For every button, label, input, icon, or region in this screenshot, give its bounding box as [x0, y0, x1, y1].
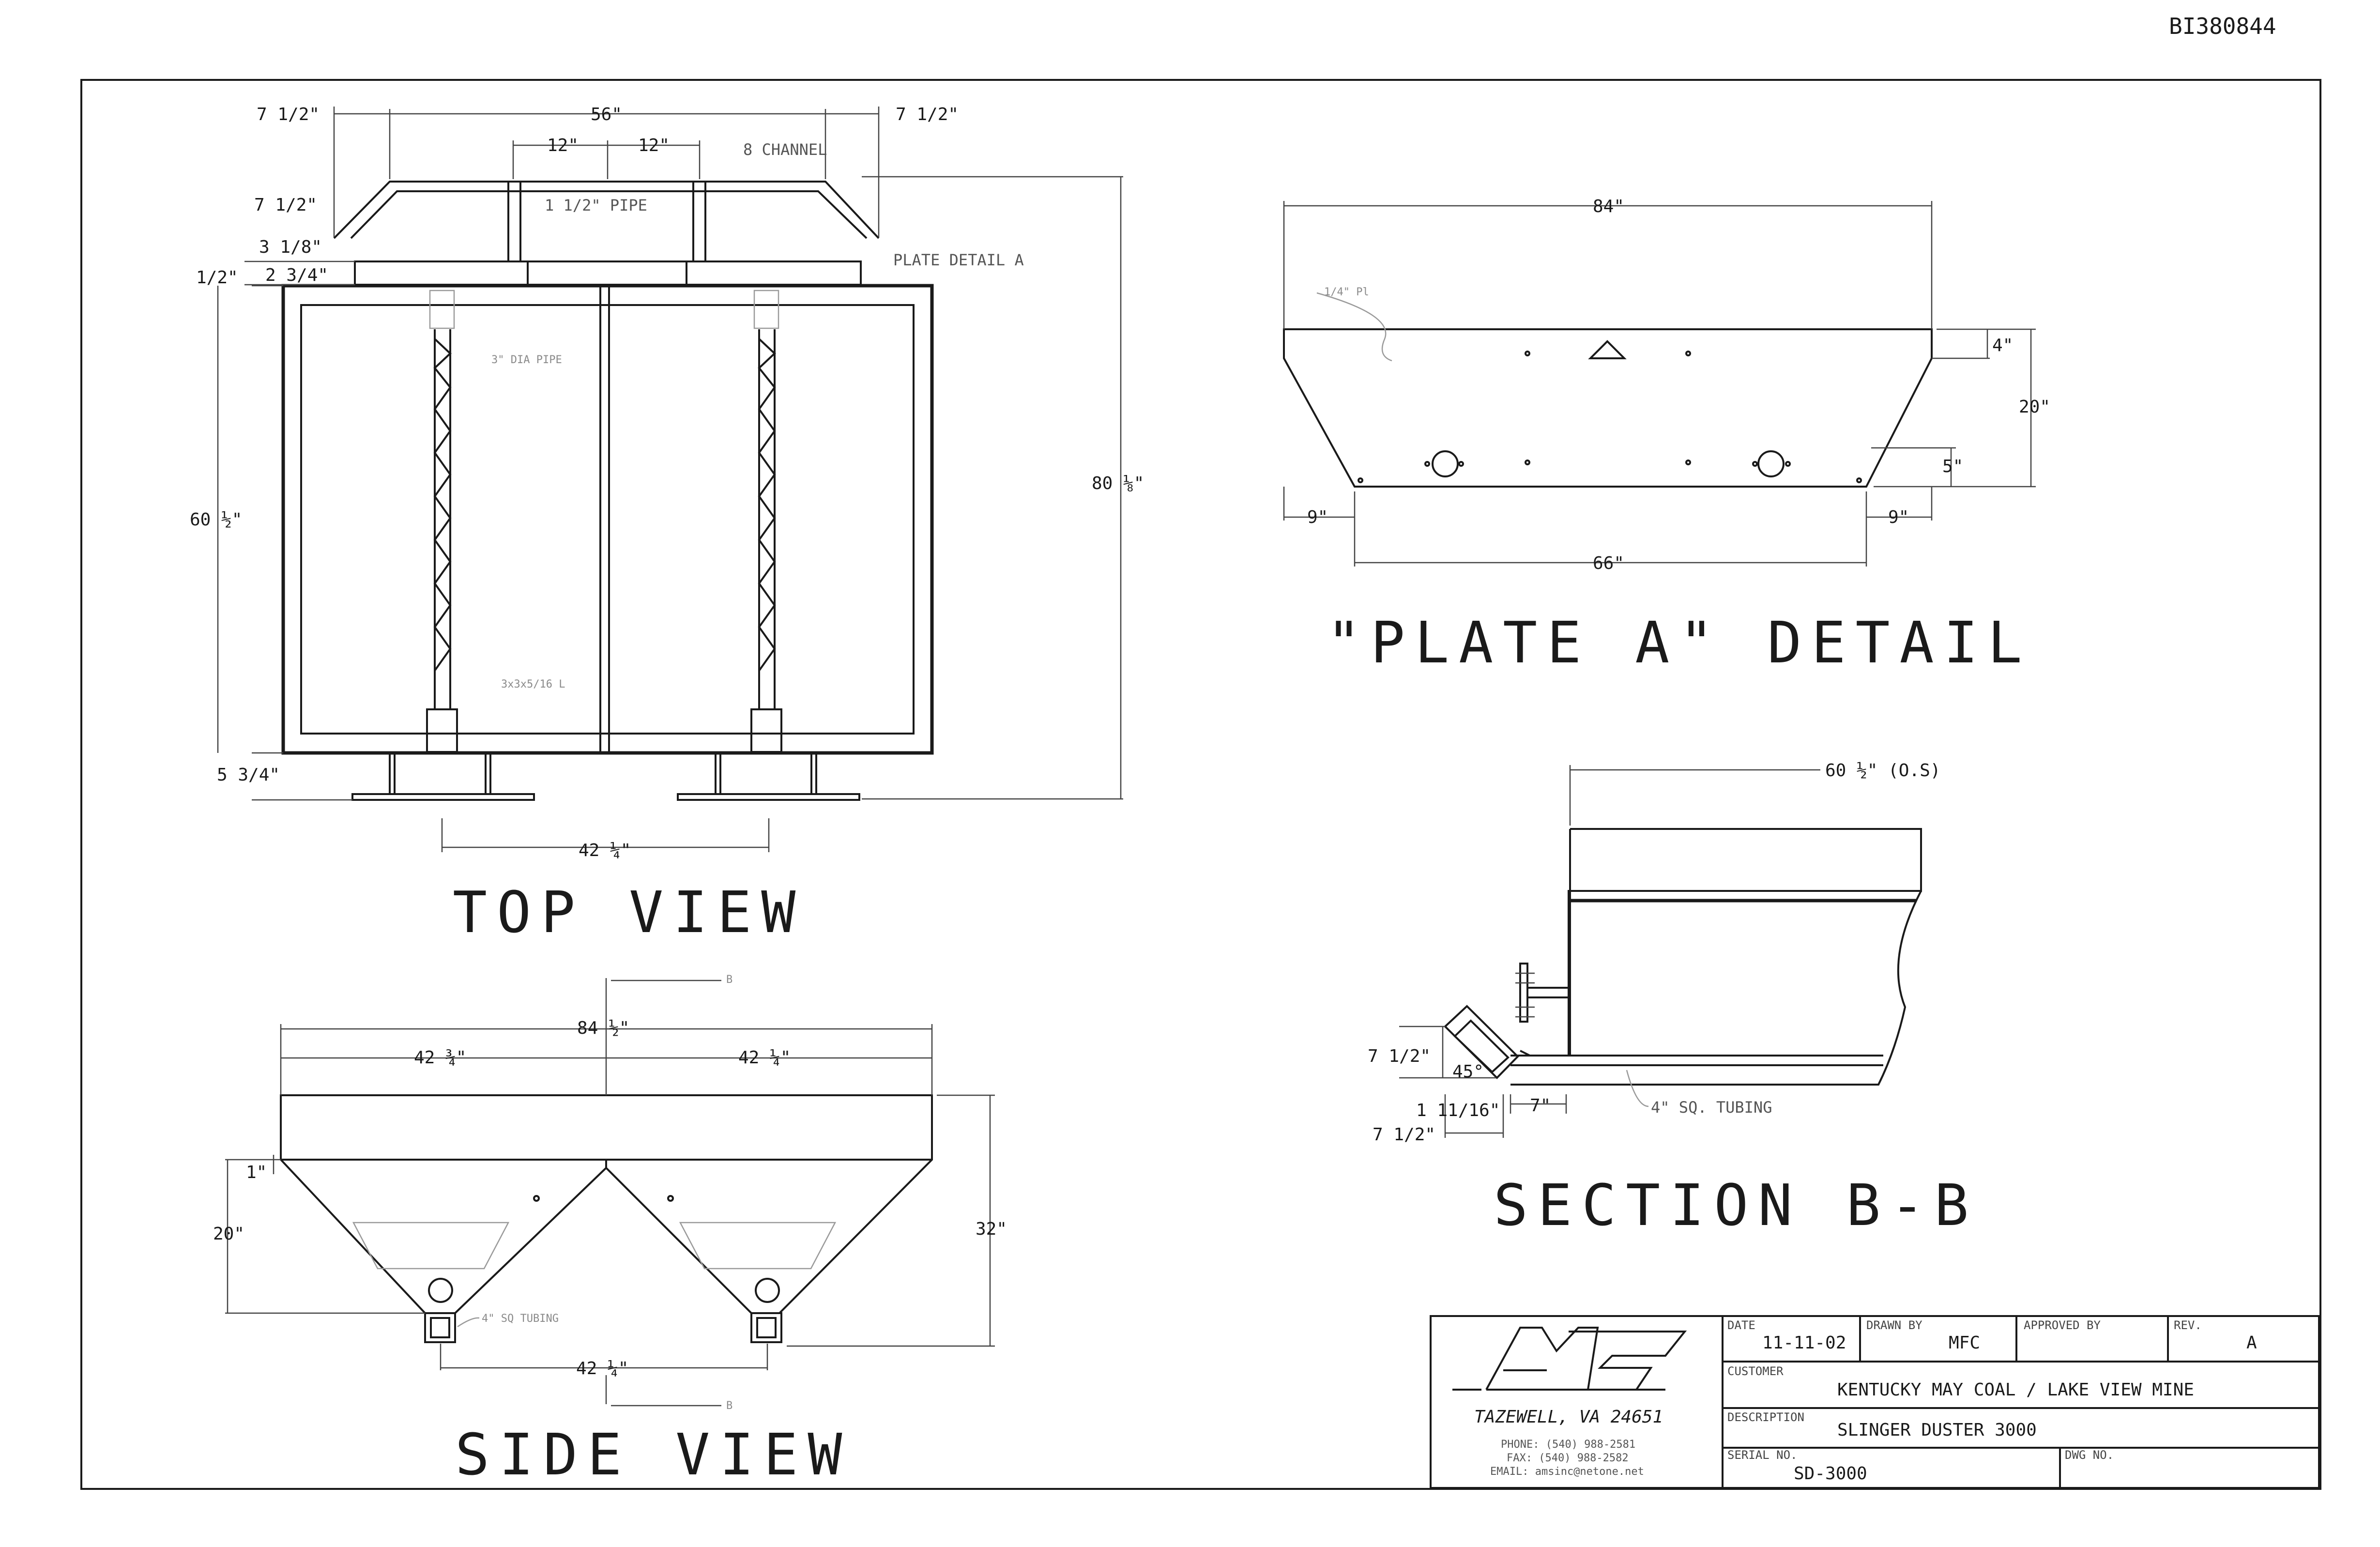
dim-plate-9-right: 9": [1888, 507, 1909, 527]
dim-plate-20: 20": [2019, 397, 2050, 417]
side-view: 84 ½" 42 ¾" 42 ¼" 1" 20" 32" 42 ¼" 4" SQ…: [213, 974, 1007, 1488]
dim-plate-9-left: 9": [1307, 507, 1328, 527]
date-label: DATE: [1727, 1318, 1755, 1332]
channel-beam: [333, 181, 880, 239]
dim-side-42-left: 42 ¾": [414, 1048, 466, 1068]
note-side-tubing: 4" SQ TUBING: [482, 1313, 559, 1325]
document-id: BI380844: [2169, 13, 2276, 39]
plate-triangle: [1588, 340, 1627, 359]
side-dimension-lines: [225, 978, 995, 1407]
note-plate-detail-a: PLATE DETAIL A: [893, 251, 1024, 269]
drawing-border: [80, 79, 2321, 1490]
port-left: [428, 1278, 453, 1303]
note-pipe: 1 1/2" PIPE: [545, 196, 647, 214]
note-bracket: 3x3x5/16 L: [501, 678, 565, 690]
port-right: [755, 1278, 780, 1303]
customer-value: KENTUCKY MAY COAL / LAKE VIEW MINE: [1837, 1380, 2194, 1400]
drawn-by-value: MFC: [1949, 1333, 1980, 1353]
dim-top-half: 1/2": [196, 268, 238, 288]
dim-top-60-5: 60 ½": [190, 510, 242, 530]
plate-hole-left: [1432, 450, 1459, 477]
dim-top-7-5-left: 7 1/2": [257, 105, 320, 124]
date-value: 11-11-02: [1762, 1333, 1846, 1353]
dim-top-56: 56": [591, 105, 622, 124]
description-value: SLINGER DUSTER 3000: [1837, 1420, 2037, 1440]
serial-label: SERIAL NO.: [1727, 1448, 1798, 1462]
note-plate-thickness: 1/4" Pl: [1324, 286, 1369, 298]
customer-label: CUSTOMER: [1727, 1364, 1784, 1378]
section-mark-top: B: [726, 974, 732, 986]
tube-right: [750, 1312, 782, 1343]
company-email: EMAIL: amsinc@netone.net: [1490, 1466, 1644, 1478]
serial-value: SD-3000: [1794, 1464, 1867, 1484]
hopper-outline: [280, 1094, 933, 1314]
note-dia-pipe: 3" DIA PIPE: [491, 354, 562, 366]
hopper-section: [1518, 828, 1922, 1086]
drawn-by-label: DRAWN BY: [1866, 1318, 1922, 1332]
plate-outline: [1283, 328, 1933, 488]
section-mark-bottom: B: [726, 1400, 732, 1412]
dim-side-42-bottom: 42 ¼": [576, 1359, 628, 1379]
dim-side-42-right: 42 ¼": [738, 1048, 791, 1068]
description-label: DESCRIPTION: [1727, 1410, 1804, 1424]
dim-top-12-a: 12": [547, 136, 579, 155]
dim-top-80-1-8: 80 ⅛": [1092, 474, 1144, 493]
side-view-title: SIDE VIEW: [455, 1421, 852, 1488]
dim-side-84-5: 84 ½": [577, 1018, 629, 1038]
dim-section-7-5-a: 7 1/2": [1368, 1046, 1431, 1066]
dwg-no-label: DWG NO.: [2065, 1448, 2114, 1462]
dim-plate-66: 66": [1593, 553, 1624, 573]
section-b-b: 60 ½" (O.S) 7 1/2" 45° 1 11/16" 7" 7 1/2…: [1368, 761, 1978, 1239]
dim-plate-84: 84": [1593, 197, 1624, 216]
rev-label: REV.: [2174, 1318, 2202, 1332]
pipe-left: [507, 181, 521, 262]
dim-plate-5: 5": [1942, 457, 1963, 476]
dim-section-45: 45°: [1452, 1062, 1484, 1082]
top-view-inner-frame: [300, 304, 915, 735]
dim-section-1-11-16: 1 11/16": [1416, 1101, 1500, 1120]
company-phone: PHONE: (540) 988-2581: [1501, 1439, 1635, 1451]
plate-hole-right: [1757, 450, 1785, 477]
dim-section-7: 7": [1530, 1096, 1551, 1116]
plate-dimension-lines: [1283, 201, 2036, 567]
top-view-dimension-lines: [217, 107, 1123, 852]
company-location: TAZEWELL, VA 24651: [1474, 1407, 1663, 1427]
dim-top-5-3-4: 5 3/4": [217, 765, 280, 785]
company-fax: FAX: (540) 988-2582: [1507, 1452, 1629, 1464]
auger-right: [750, 290, 782, 753]
dim-plate-4: 4": [1992, 336, 2013, 355]
dim-top-3-1-8: 3 1/8": [259, 237, 322, 257]
dim-top-7-5-mid: 7 1/2": [254, 195, 317, 215]
dim-section-7-5-b: 7 1/2": [1373, 1125, 1435, 1145]
approved-by-label: APPROVED BY: [2024, 1318, 2101, 1332]
pipe-right: [692, 181, 706, 262]
angled-tube: [1444, 1005, 1519, 1079]
note-8-channel: 8 CHANNEL: [743, 140, 827, 159]
dim-section-60-5-os: 60 ½" (O.S): [1825, 761, 1940, 781]
legs: [351, 753, 860, 801]
top-view: 7 1/2" 56" 7 1/2" 12" 12" 7 1/2" 3 1/8" …: [190, 105, 1144, 946]
top-view-title: TOP VIEW: [453, 879, 805, 946]
top-view-outer-frame: [281, 284, 934, 755]
dim-side-1: 1": [246, 1163, 267, 1182]
section-b-b-title: SECTION B-B: [1494, 1172, 1978, 1239]
dim-top-42-1-4: 42 ¼": [579, 841, 631, 860]
dim-side-20: 20": [213, 1224, 244, 1244]
tube-left: [424, 1312, 456, 1343]
dim-top-2-3-4: 2 3/4": [265, 265, 328, 285]
auger-left: [426, 290, 458, 753]
dim-top-7-5-right: 7 1/2": [896, 105, 959, 124]
section-dimension-lines: [1399, 765, 1820, 1138]
dim-top-12-b: 12": [638, 136, 670, 155]
top-plate: [354, 260, 862, 286]
note-section-tubing: 4" SQ. TUBING: [1651, 1098, 1772, 1117]
plate-a-detail: 84" 4" 20" 5" 9" 9" 66" 1/4" Pl "PLATE A…: [1283, 197, 2050, 676]
plate-detail-title: "PLATE A" DETAIL: [1327, 609, 2032, 676]
title-block: TAZEWELL, VA 24651 PHONE: (540) 988-2581…: [1430, 1315, 2320, 1489]
dim-side-32: 32": [976, 1219, 1007, 1239]
rev-value: A: [2246, 1333, 2257, 1353]
company-logo: [1452, 1327, 1687, 1391]
